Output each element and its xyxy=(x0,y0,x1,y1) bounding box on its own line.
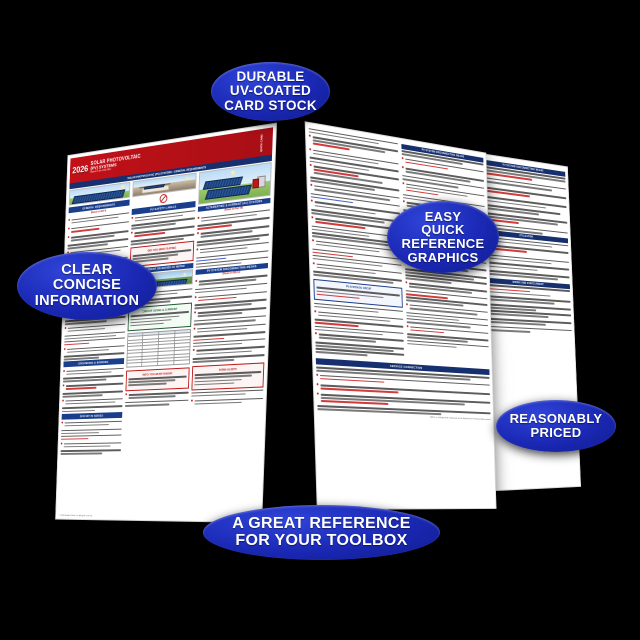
masthead-tag: QUICK-CARD xyxy=(260,133,264,152)
card-leaf-front: 2026 SOLAR PHOTOVOLTAIC (PV) SYSTEMS Bas… xyxy=(55,122,277,524)
info-you-must-know-box: INFO YOU MUST KNOW! xyxy=(125,367,191,391)
term-alert-box: TERM ALERT! xyxy=(191,362,265,391)
card-leaf-back-main: PV SYSTEM DC CIRCUIT xyxy=(304,121,497,510)
callout-priced-line-2: PRICED xyxy=(530,425,582,440)
callout-reasonably-priced: REASONABLY PRICED xyxy=(496,400,616,452)
prohibition-icon xyxy=(159,193,168,204)
front-column-1: GENERAL REQUIREMENTS (Based on 690.4) MA… xyxy=(59,181,131,511)
callout-clear-concise: CLEAR CONCISE INFORMATION xyxy=(17,252,157,320)
callout-durable-line-2: UV-COATED xyxy=(229,83,312,99)
callout-graphics-line-3: REFERENCE xyxy=(401,236,485,251)
callout-durable-line-1: DURABLE xyxy=(236,69,305,85)
callout-toolbox-line-1: A GREAT REFERENCE xyxy=(232,514,411,532)
heading-circuit-in-series: CIRCUIT IN SERIES xyxy=(61,411,123,420)
masthead-year: 2026 xyxy=(72,163,89,176)
front-column-3: ALTERNATING & CURRENT (AC) SYSTEMS (Base… xyxy=(187,162,272,513)
callout-graphics-line-2: QUICK xyxy=(421,222,465,238)
service-connection-block: SERVICE CONNECTION xyxy=(315,358,491,417)
callout-clear-line-3: INFORMATION xyxy=(34,292,140,309)
callout-durable-line-3: CARD STOCK xyxy=(224,97,317,113)
callout-clear-line-1: CLEAR xyxy=(61,262,113,279)
callout-graphics-line-4: GRAPHICS xyxy=(407,249,479,265)
callout-durable-uv-coated: DURABLE UV-COATED CARD STOCK xyxy=(211,62,330,121)
callout-graphics-line-1: EASY xyxy=(424,208,462,224)
callout-toolbox-line-2: FOR YOUR TOOLBOX xyxy=(235,531,408,549)
callout-easy-quick-reference: EASY QUICK REFERENCE GRAPHICS xyxy=(387,201,499,273)
front-column-2: PV SAFETY LABELS DID YOU MEET RATING PV … xyxy=(121,172,198,511)
callout-clear-line-2: CONCISE xyxy=(52,277,122,294)
callout-priced-line-1: REASONABLY xyxy=(509,411,603,427)
reference-table xyxy=(126,329,191,368)
callout-great-reference-toolbox: A GREAT REFERENCE FOR YOUR TOOLBOX xyxy=(203,505,440,560)
